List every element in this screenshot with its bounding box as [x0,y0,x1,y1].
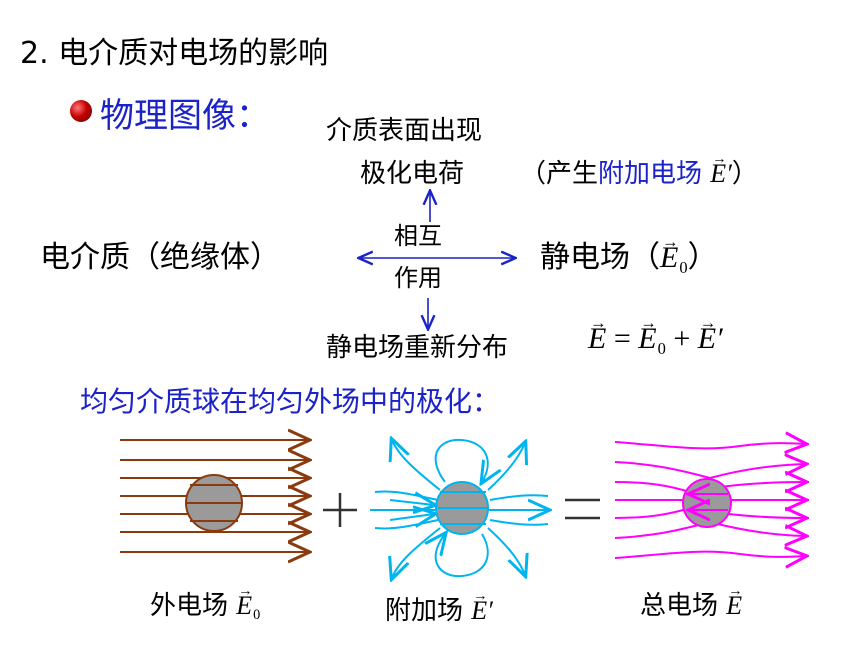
field-subscript: 0 [679,257,688,277]
note-suffix: ） [731,159,758,189]
note-additional-field: 附加电场 [598,159,703,189]
caption-total-text: 总电场 [640,591,719,621]
additional-field-diagram [370,440,548,578]
surface-charge-line2: 极化电荷 [360,159,465,189]
field-symbol: E [660,232,679,275]
eq-lhs: E [588,313,607,356]
interaction-line1: 相互 [394,222,442,250]
eq-term1-sub: 0 [657,338,666,358]
caption-external-sub: 0 [253,607,261,623]
bullet-heading: 物理图像： [100,96,270,136]
caption-external-field: 外电场 E0 [150,583,261,624]
dielectric-label: 电介质（绝缘体） [40,240,280,275]
caption-additional-symbol: E′ [471,588,493,626]
bullet-dot-icon [70,100,92,122]
caption-external-symbol: E [236,583,252,621]
total-field-diagram [614,442,805,558]
dielectric-sphere-total [682,478,732,528]
eq-plus: + [665,322,698,355]
interaction-line2: 作用 [394,264,442,292]
electrostatic-field-label: 静电场（E0） [540,232,718,278]
redistribution-label: 静电场重新分布 [326,333,509,363]
eq-equals: = [606,322,639,355]
caption-total-symbol: E [726,583,742,621]
plus-operator [323,493,357,527]
sphere-subtitle: 均匀介质球在均匀外场中的极化： [80,385,501,418]
eq-term2: E′ [698,313,723,356]
additional-field-note: （产生附加电场 E′） [520,151,758,190]
external-field-diagram [120,440,308,552]
note-prefix: （产生 [520,159,599,189]
equals-operator [565,498,600,520]
concept-arrows [360,192,514,328]
surface-charge-line1: 介质表面出现 [326,116,483,146]
caption-external-text: 外电场 [150,591,229,621]
note-symbol: E′ [710,151,732,189]
superposition-equation: E = E0 + E′ [588,313,723,359]
caption-additional-field: 附加场 E′ [385,588,493,627]
eq-term1: E [638,313,657,356]
caption-total-field: 总电场 E [640,583,742,622]
field-prefix: 静电场（ [540,240,660,275]
field-suffix: ） [687,240,718,275]
slide-title: 2. 电介质对电场的影响 [20,36,329,71]
caption-additional-text: 附加场 [385,596,464,626]
